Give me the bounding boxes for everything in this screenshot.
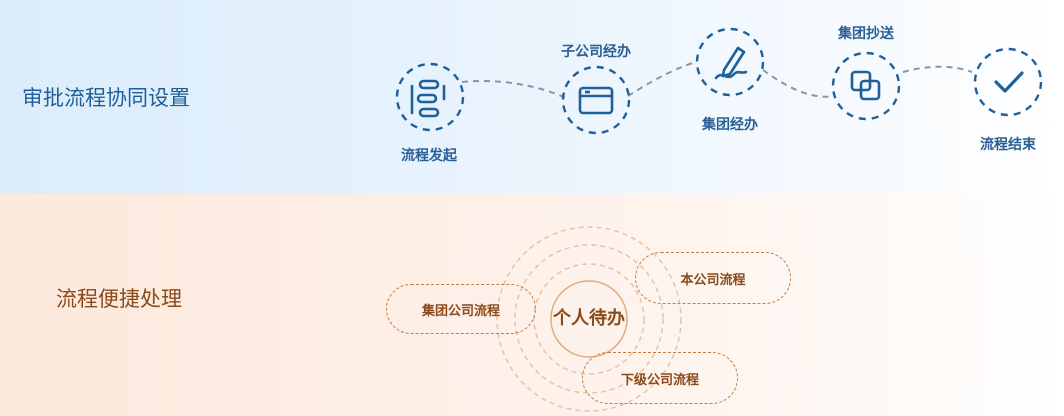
process-section-title: 流程便捷处理: [56, 287, 182, 311]
step-label-subsidiary: 子公司经办: [561, 44, 631, 60]
step-label-end: 流程结束: [980, 137, 1036, 153]
ring-outer: [496, 226, 682, 412]
step-group-handle: [695, 27, 765, 97]
step-label-group-handle: 集团经办: [702, 117, 758, 133]
ring-core: [550, 280, 628, 358]
approval-section-title: 审批流程协同设置: [22, 86, 190, 110]
step-group-cc: [831, 51, 901, 121]
flow-nodes-icon: [410, 79, 446, 118]
copy-icon: [850, 70, 881, 101]
workflow-connector: [461, 61, 973, 99]
step-label-start: 流程发起: [401, 148, 457, 164]
step-label-group-cc: 集团抄送: [838, 26, 894, 42]
workflow-graphic: [395, 27, 1043, 135]
ring-middle: [514, 244, 664, 394]
personal-todo-label[interactable]: 个人待办: [553, 308, 625, 329]
ring-inner: [533, 263, 645, 375]
step-subsidiary: [561, 65, 631, 135]
step-start: [395, 62, 465, 132]
concentric-rings: [496, 226, 682, 412]
window-icon: [578, 86, 614, 115]
step-end: [973, 47, 1043, 117]
group-company-flow-pill[interactable]: 集团公司流程: [386, 284, 536, 334]
check-icon: [994, 71, 1024, 93]
pen-sign-icon: [714, 46, 748, 80]
own-company-flow-pill[interactable]: 本公司流程: [635, 252, 791, 304]
subordinate-company-flow-pill[interactable]: 下级公司流程: [582, 352, 738, 404]
approval-section: 审批流程协同设置: [0, 0, 1064, 194]
process-section: 流程便捷处理 集团公司流程 本公司流程 下级公司流程: [0, 194, 1064, 416]
